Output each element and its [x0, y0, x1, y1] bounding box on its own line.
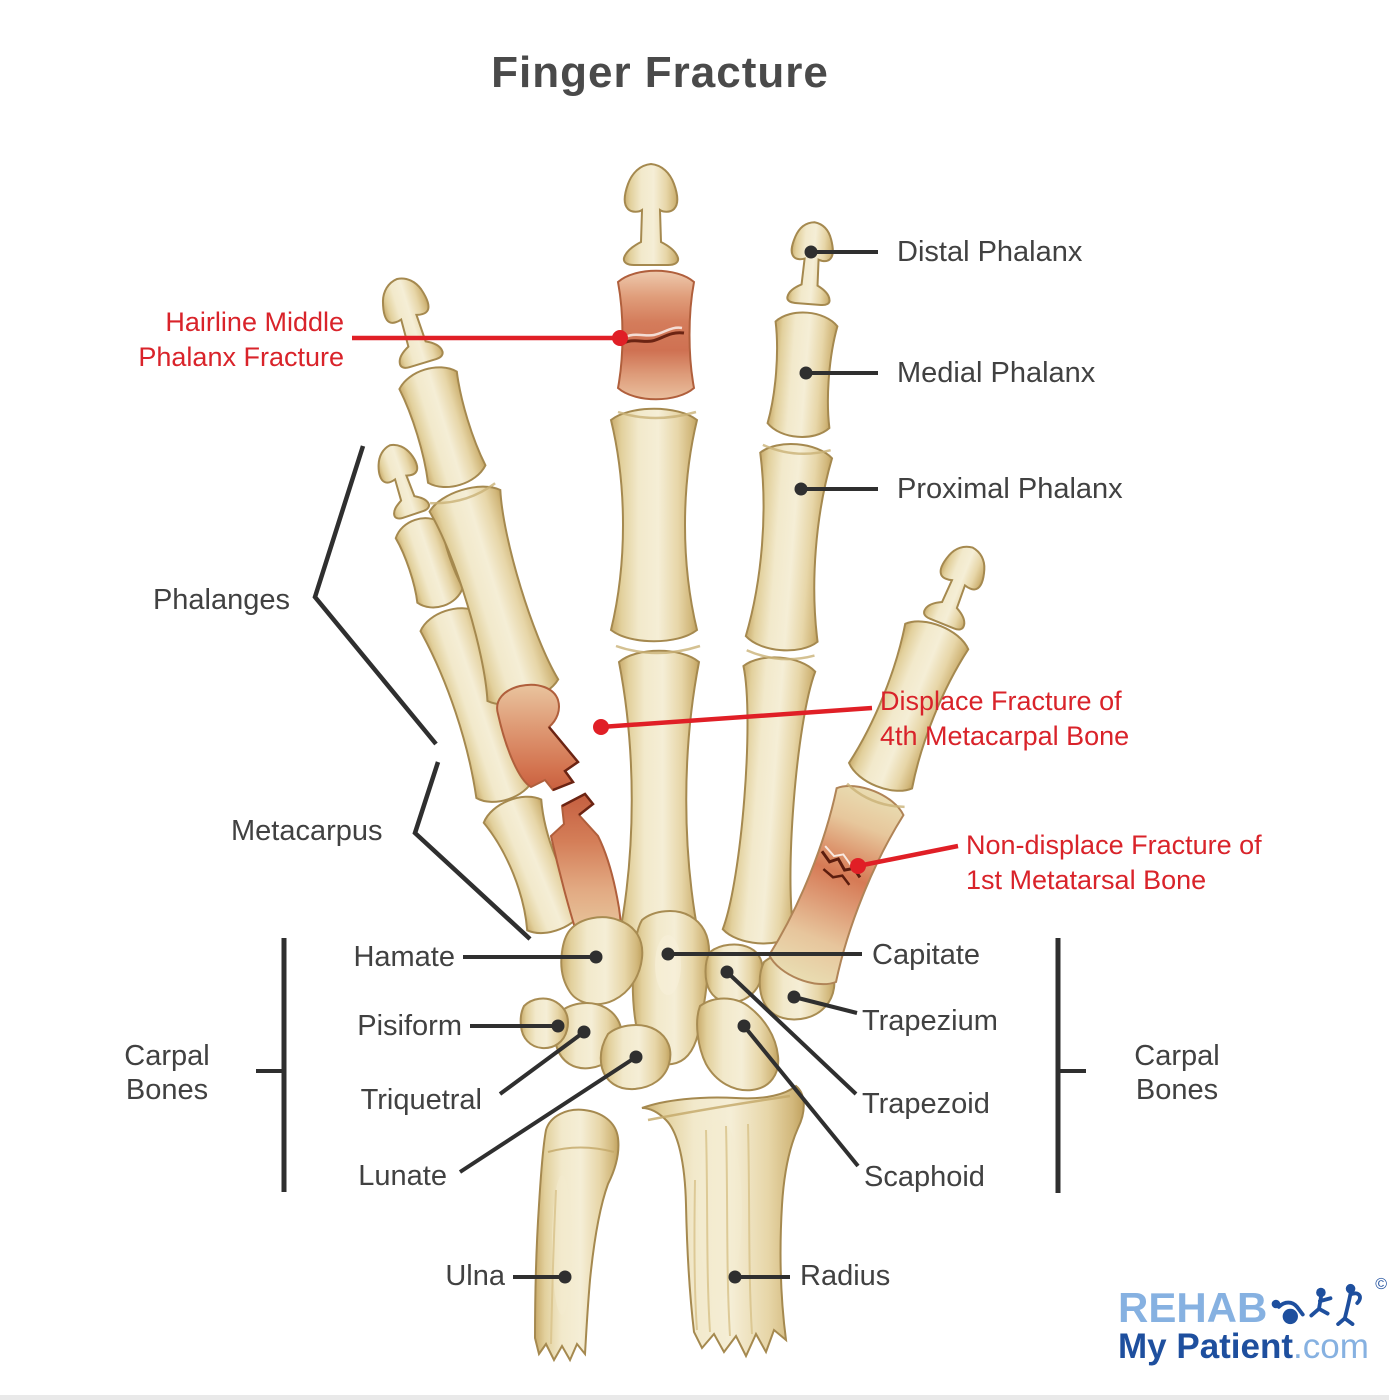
bottom-edge-strip [0, 1395, 1389, 1400]
thumb-proximal-phalanx [847, 620, 970, 792]
middle-proximal-phalanx [609, 407, 699, 643]
label-scaphoid: Scaphoid [864, 1161, 985, 1193]
ring-proximal-phalanx [428, 485, 560, 706]
label-carpal-bones-left: Carpal Bones [124, 1040, 210, 1106]
leader-lines-red [352, 335, 959, 869]
metacarpus-bracket [412, 761, 532, 941]
label-lunate: Lunate [358, 1160, 447, 1192]
ring-finger [381, 277, 560, 706]
scaphoid-bone [696, 997, 780, 1092]
nondisplaced-crack-2 [822, 868, 851, 886]
label-distal-phalanx: Distal Phalanx [897, 236, 1083, 268]
label-medial-phalanx: Medial Phalanx [897, 357, 1096, 389]
thumb [768, 545, 986, 986]
third-metacarpal [617, 649, 701, 951]
ring-distal-phalanx [381, 277, 444, 369]
leader-dots-black [551, 245, 818, 1284]
label-trapezoid: Trapezoid [862, 1088, 990, 1120]
fourth-metacarpal-top-fragment [496, 683, 580, 792]
label-pisiform: Pisiform [357, 1010, 462, 1042]
nondisplaced-fracture-leader [857, 843, 959, 869]
pinky-finger [377, 443, 535, 803]
ulna-crease [547, 1146, 615, 1153]
scaphoid-leader [742, 1024, 860, 1168]
label-phalanges: Phalanges [152, 584, 290, 616]
forearm-bones [533, 1084, 805, 1363]
trapezoid-bone [704, 943, 764, 1004]
index-proximal-phalanx [744, 443, 834, 652]
index-distal-phalanx [786, 221, 834, 307]
leader-dots-red [593, 330, 866, 874]
label-hamate: Hamate [353, 941, 455, 973]
copyright-symbol: © [1375, 1276, 1387, 1293]
label-proximal-phalanx: Proximal Phalanx [897, 473, 1123, 505]
ring-middle-phalanx [398, 366, 487, 488]
label-carpal-bones-right: Carpal Bones [1134, 1040, 1220, 1106]
exercise-figures-icon [1271, 1283, 1363, 1326]
label-ulna: Ulna [445, 1260, 505, 1292]
trapezium-leader [793, 995, 858, 1015]
radius-highlight [698, 1120, 742, 1300]
logo-com-text: .com [1293, 1327, 1369, 1366]
thumb-distal-phalanx [923, 545, 986, 631]
middle-distal-phalanx [622, 162, 680, 266]
logo-rehab-text: REHAB [1118, 1284, 1268, 1331]
label-hairline-fracture: Hairline Middle Phalanx Fracture [138, 307, 344, 372]
hairline-crack-highlight [621, 326, 683, 341]
radius-striations [550, 1123, 753, 1345]
label-radius: Radius [800, 1260, 891, 1292]
logo-mypatient-text: My Patient [1118, 1327, 1294, 1366]
label-nondisplaced-fracture: Non-displace Fracture of 1st Metatarsal … [966, 830, 1262, 895]
phalanges-bracket [312, 445, 438, 746]
leader-lines-black [256, 250, 1086, 1279]
pinky-distal-phalanx [377, 443, 431, 520]
radius-crease [647, 1094, 791, 1122]
label-triquetral: Triquetral [360, 1084, 482, 1116]
label-capitate: Capitate [872, 939, 981, 971]
label-trapezium: Trapezium [862, 1005, 998, 1037]
rehab-my-patient-logo: REHAB © My Patient.com [1118, 1276, 1387, 1371]
triquetral-leader [498, 1030, 586, 1096]
hamate-bone [560, 916, 644, 1006]
fracture-edge-top [548, 726, 580, 792]
trapezoid-leader [725, 970, 858, 1096]
hairline-crack [619, 331, 685, 347]
fracture-edge-bottom [561, 792, 595, 816]
lunate-leader [458, 1055, 638, 1174]
label-displaced-fracture: Displace Fracture of 4th Metacarpal Bone [880, 686, 1130, 751]
middle-finger [609, 162, 701, 655]
displaced-fracture-leader [600, 705, 873, 730]
page-title: Finger Fracture [491, 48, 829, 97]
label-metacarpus: Metacarpus [231, 815, 383, 847]
